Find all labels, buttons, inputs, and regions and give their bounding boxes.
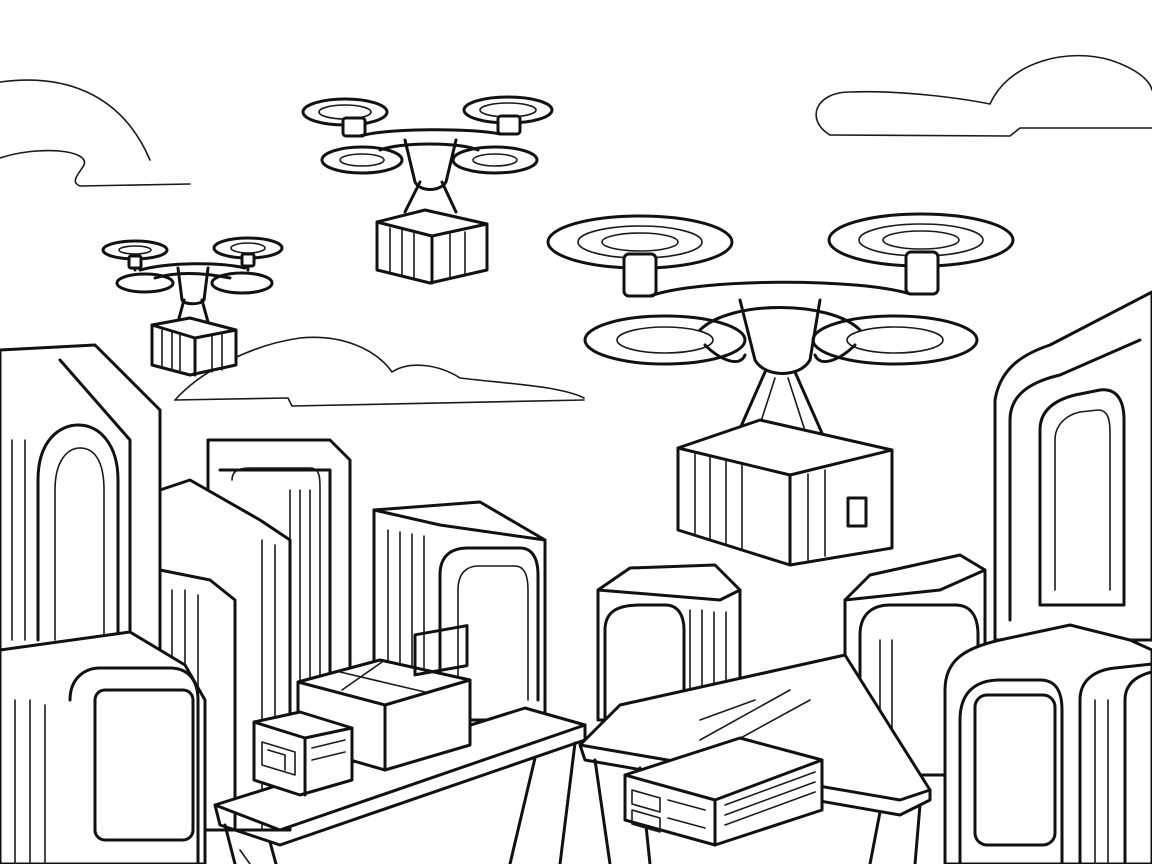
package-medium-drone	[375, 208, 489, 285]
building-center-right	[596, 563, 742, 722]
package-large-drone	[676, 418, 894, 567]
cloud-top-left	[0, 79, 191, 187]
delivery-drone-large	[546, 212, 1015, 442]
building-center	[372, 500, 547, 722]
table-left	[213, 706, 587, 864]
cloud-top-right	[815, 54, 1152, 137]
building-far-right	[993, 290, 1152, 642]
table-right	[578, 653, 932, 864]
package-crate-right	[623, 736, 824, 847]
package-small-drone	[150, 316, 238, 377]
building-left-front	[0, 630, 207, 864]
delivery-drone-small	[101, 236, 284, 324]
cloud-middle	[174, 336, 585, 407]
delivery-drone-medium	[301, 95, 554, 214]
package-small-left	[252, 710, 354, 797]
building-far-left	[0, 343, 162, 652]
building-right-front	[943, 623, 1152, 864]
